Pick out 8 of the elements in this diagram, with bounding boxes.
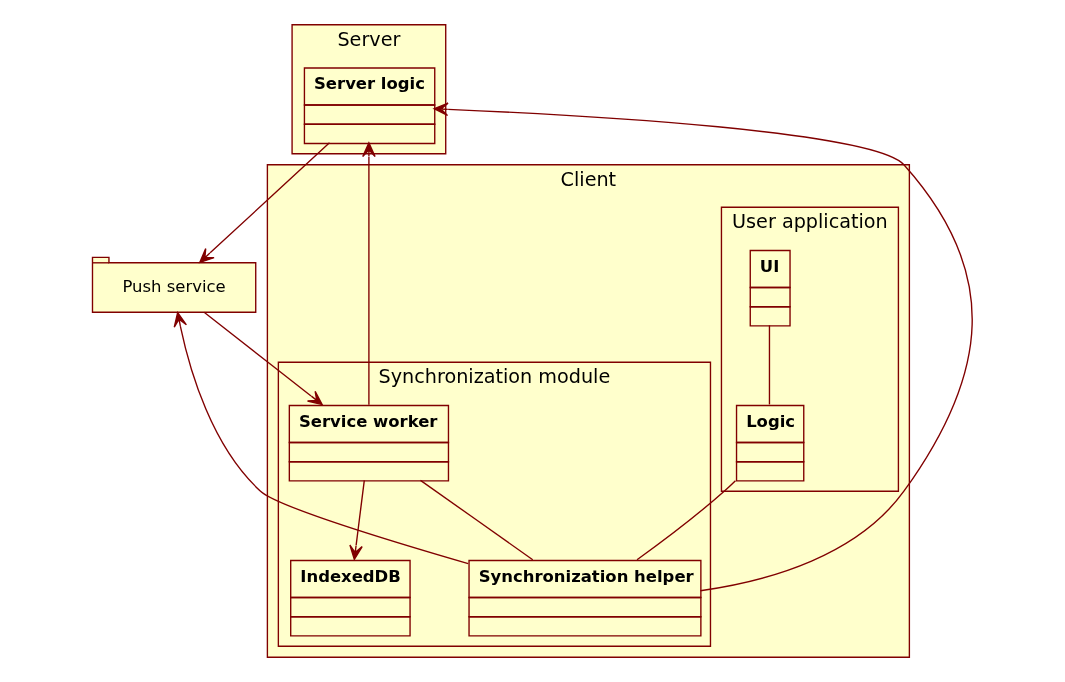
arrow	[349, 479, 365, 561]
connector	[636, 479, 737, 561]
arrow	[433, 102, 973, 592]
arrow	[362, 142, 376, 406]
arrow	[203, 311, 323, 406]
connector	[419, 479, 534, 561]
arrow	[173, 311, 469, 565]
connector	[768, 324, 771, 406]
